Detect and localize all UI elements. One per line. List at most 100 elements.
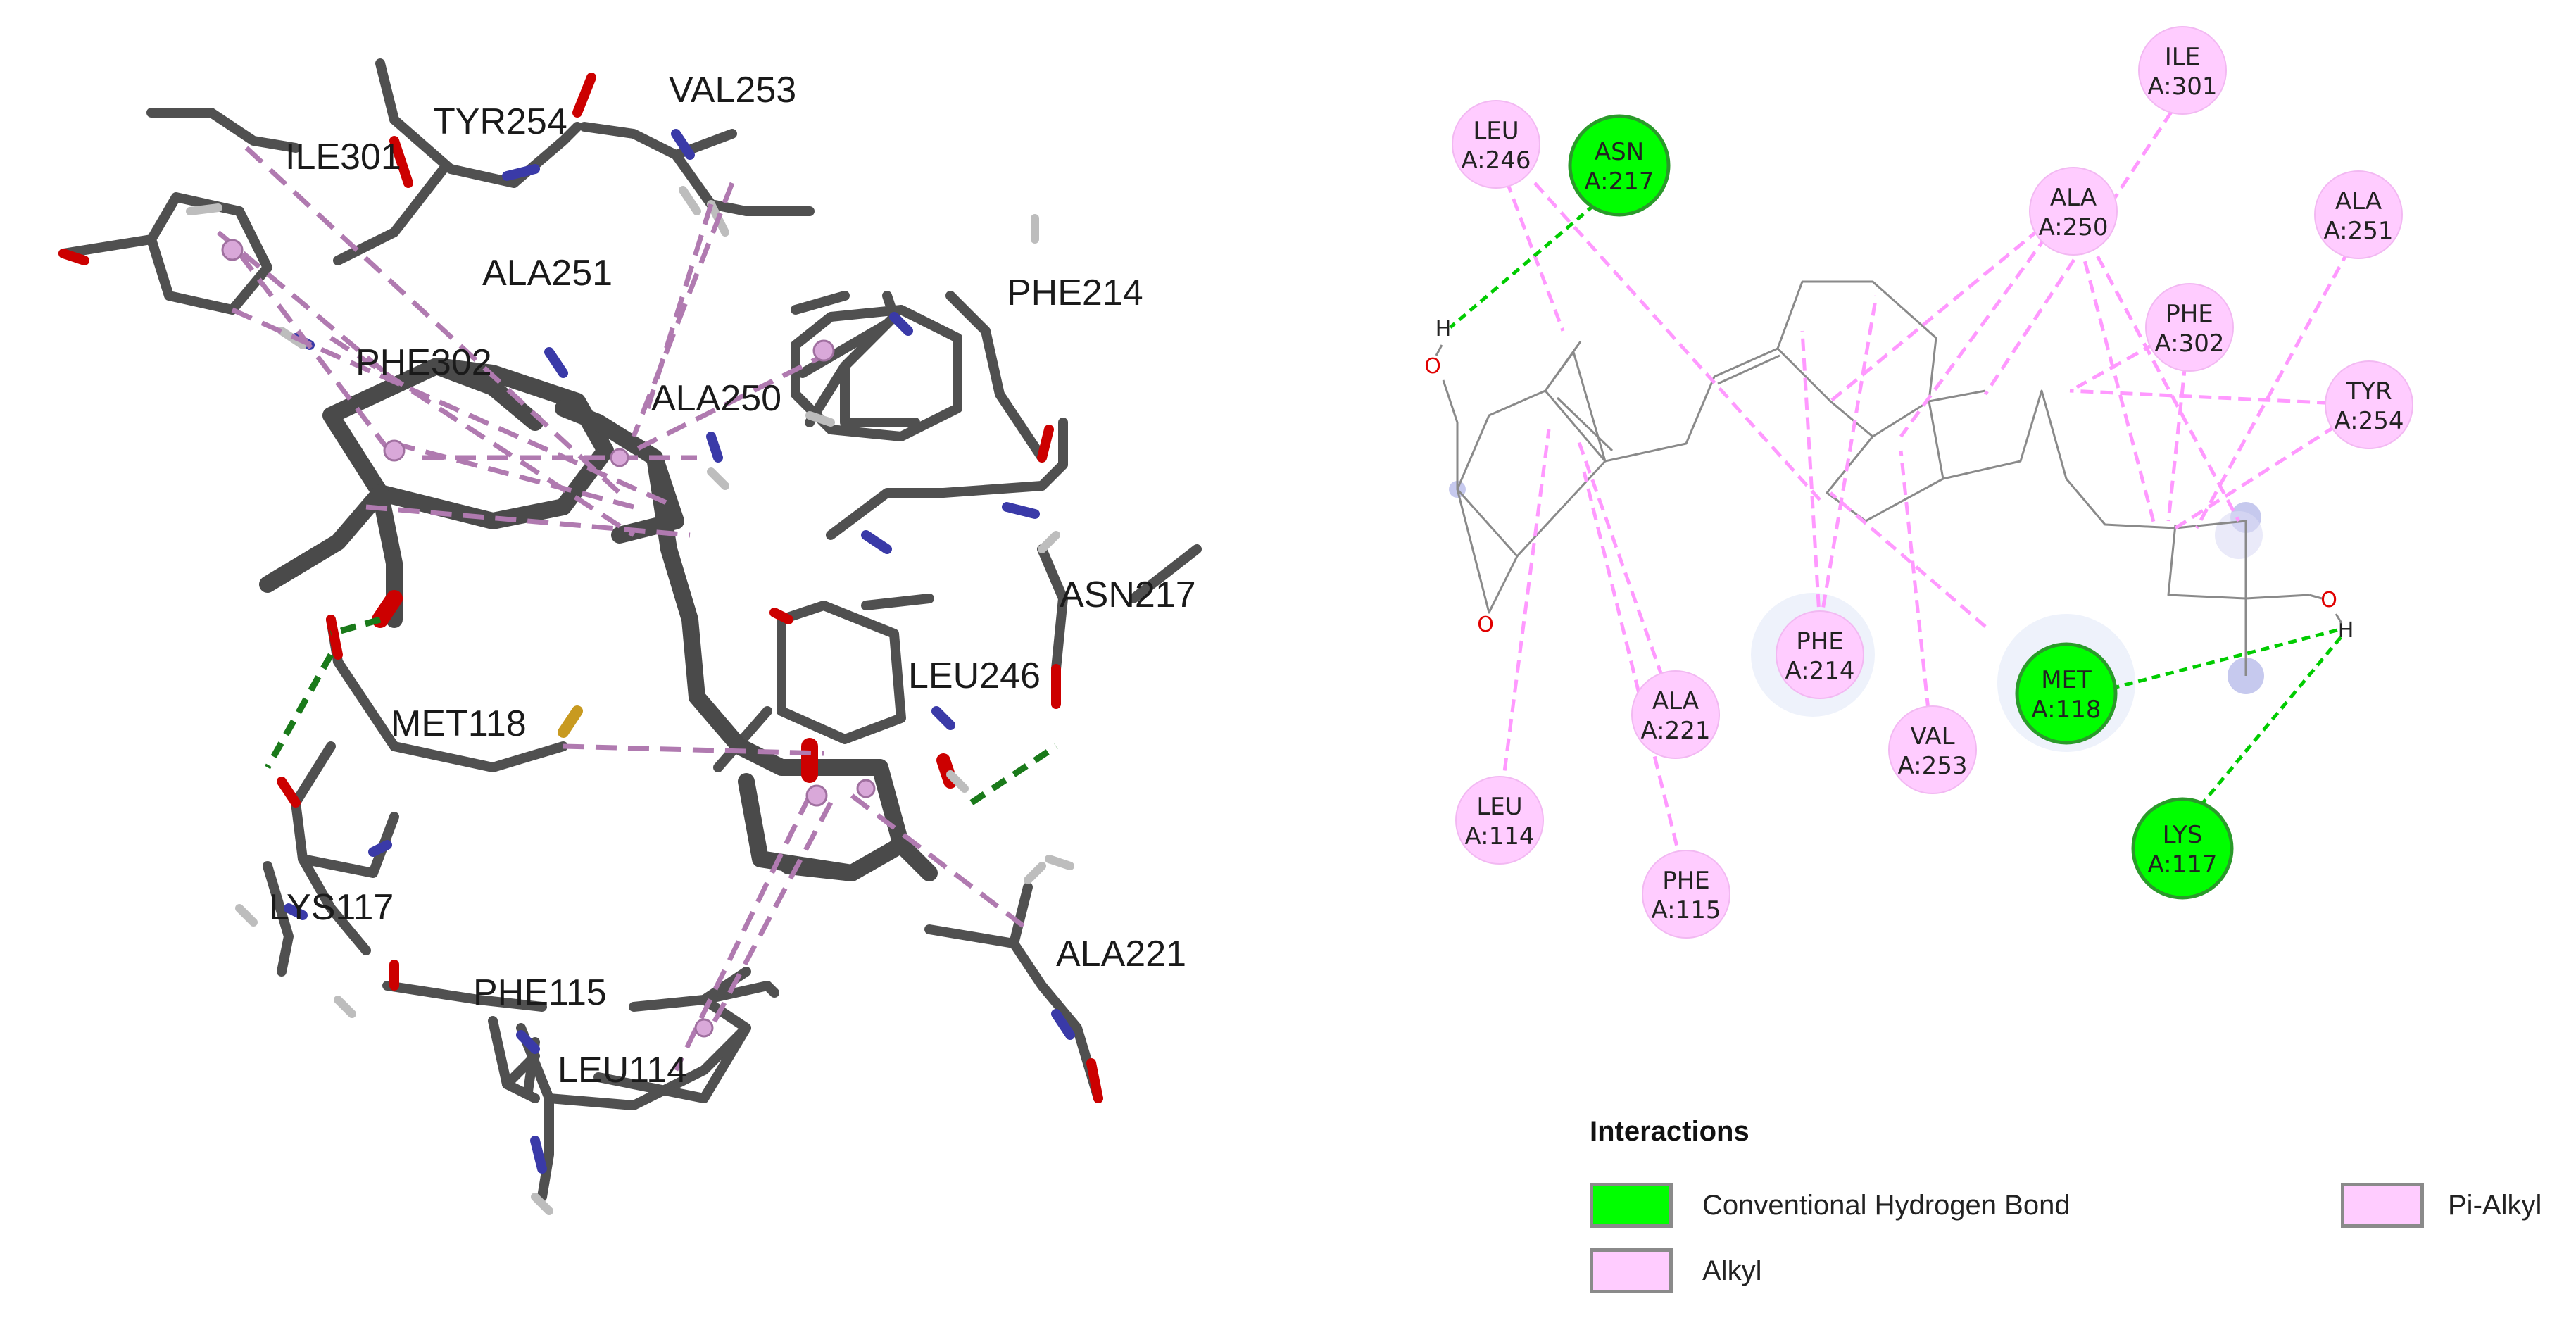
- residue-disc: [2015, 642, 2118, 745]
- ligand-sticks: [259, 358, 938, 881]
- residue-name-label: ILE: [2165, 43, 2200, 71]
- residue-disc: [2145, 283, 2234, 372]
- residue-name-label: MET: [2041, 666, 2092, 694]
- residue-name-label: LEU: [1473, 117, 1519, 145]
- hbond-dashes-2d: [1449, 185, 2342, 829]
- residue-id-label: A:246: [1461, 146, 1531, 175]
- label-met118: MET118: [391, 703, 527, 744]
- residue-name-label: LEU: [1476, 793, 1522, 821]
- residue-id-label: A:118: [2031, 696, 2101, 724]
- legend-swatch-alkyl: [1590, 1248, 1673, 1293]
- residue-id-label: A:114: [1464, 822, 1534, 850]
- label-leu114: LEU114: [558, 1050, 687, 1091]
- ligand-atoms-2d: O H O O H: [1424, 317, 2354, 643]
- residue-id-label: A:302: [2154, 329, 2224, 358]
- residue-id-label: A:253: [1897, 752, 1967, 780]
- residue-id-label: A:254: [2334, 407, 2404, 435]
- label-ala251: ALA251: [482, 253, 612, 294]
- label-ala250: ALA250: [651, 378, 781, 419]
- residue-id-label: A:117: [2147, 850, 2217, 879]
- heteroatoms: [58, 73, 1103, 1174]
- legend-label-alkyl: Alkyl: [1702, 1255, 1762, 1286]
- pi-centroids: [221, 239, 876, 1038]
- residue-name-label: PHE: [1796, 627, 1844, 655]
- residue-name-label: PHE: [1662, 867, 1710, 895]
- residue-disc: [1642, 850, 1730, 939]
- label-ile301: ILE301: [285, 137, 401, 177]
- solvent-halos: [1449, 481, 2264, 752]
- residue-name-label: ALA: [2335, 187, 2382, 215]
- legend-title: Interactions: [1590, 1116, 1749, 1147]
- residue-id-label: A:217: [1584, 168, 1654, 196]
- residue-id-label: A:250: [2038, 213, 2108, 241]
- residue-disc: [1631, 670, 1720, 759]
- hydrogen-tips: [186, 186, 1074, 1215]
- oxygen-atom: O: [1477, 613, 1494, 637]
- label-phe115: PHE115: [473, 972, 607, 1013]
- alkyl-dashes-2d: [1497, 94, 2370, 884]
- residue-name-label: ALA: [1652, 687, 1699, 715]
- hydrogen-atom: H: [1435, 317, 1452, 341]
- label-lys117: LYS117: [269, 887, 394, 928]
- residue-disc: [1568, 114, 1671, 217]
- residue-disc: [2314, 170, 2403, 259]
- label-leu246: LEU246: [908, 655, 1041, 696]
- residue-name-label: ALA: [2050, 184, 2097, 212]
- legend-swatch-pi-alkyl: [2341, 1183, 2424, 1228]
- residue-disc: [1776, 610, 1864, 699]
- residue-disc: [2131, 797, 2234, 900]
- label-val253: VAL253: [669, 70, 796, 111]
- legend-item-alkyl: Alkyl: [1590, 1248, 1761, 1293]
- residue-disc: [2029, 167, 2118, 256]
- residue-id-label: A:115: [1651, 896, 1721, 924]
- residue-id-label: A:221: [1640, 717, 1710, 745]
- oxygen-atom: O: [1424, 354, 1441, 379]
- label-phe302: PHE302: [356, 342, 492, 383]
- pi-alkyl-dashes-3d: [216, 146, 1030, 1072]
- docking-3d-view: VAL253 TYR254 ILE301 ALA251 PHE214 PHE30…: [58, 58, 1202, 1215]
- residue-disc: [2138, 26, 2227, 115]
- label-tyr254: TYR254: [433, 101, 567, 142]
- legend: Interactions Conventional Hydrogen Bond …: [1584, 1116, 2570, 1327]
- residue-name-label: VAL: [1910, 722, 1954, 751]
- residue-id-label: A:301: [2147, 73, 2217, 101]
- residue-labels-3d: VAL253 TYR254 ILE301 ALA251 PHE214 PHE30…: [269, 70, 1196, 1091]
- residue-sticks: [58, 58, 1202, 1202]
- legend-swatch-hbond: [1590, 1183, 1673, 1228]
- legend-item-hbond: Conventional Hydrogen Bond: [1590, 1183, 2071, 1228]
- legend-label-pi-alkyl: Pi-Alkyl: [2448, 1189, 2542, 1221]
- oxygen-atom: O: [2320, 588, 2337, 613]
- residue-disc: [1455, 776, 1544, 865]
- label-phe214: PHE214: [1007, 272, 1143, 313]
- label-ala221: ALA221: [1056, 934, 1186, 974]
- residue-name-label: LYS: [2163, 821, 2203, 849]
- legend-label-hbond: Conventional Hydrogen Bond: [1702, 1189, 2071, 1221]
- label-asn217: ASN217: [1060, 575, 1196, 615]
- residue-id-label: A:251: [2323, 217, 2393, 245]
- ligand-skeleton-2d: [1456, 280, 2310, 676]
- hydrogen-atom: H: [2338, 618, 2354, 643]
- interaction-2d-diagram: O H O O H: [1424, 26, 2413, 939]
- residue-disc: [2325, 360, 2413, 449]
- residue-disc: [1888, 705, 1977, 794]
- legend-item-pi-alkyl: Pi-Alkyl: [2341, 1183, 2542, 1228]
- residue-name-label: TYR: [2345, 377, 2392, 406]
- residue-name-label: ASN: [1595, 138, 1644, 166]
- hbond-dashes-3d: [265, 616, 1058, 805]
- residue-disc: [1452, 100, 1540, 189]
